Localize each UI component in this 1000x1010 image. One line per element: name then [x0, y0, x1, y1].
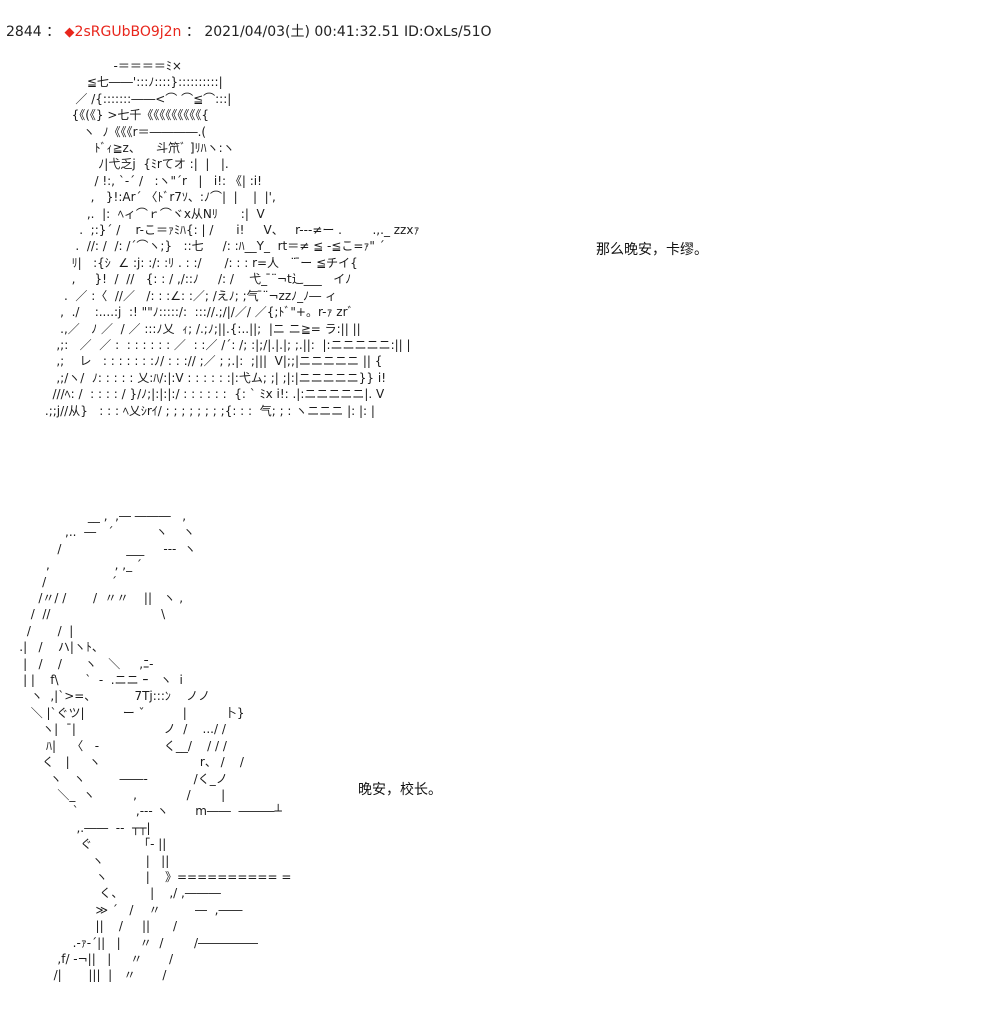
- post-number: 2844: [6, 24, 42, 40]
- trip-code[interactable]: 2sRGUbBO9j2n: [74, 24, 182, 40]
- post-separator: ：: [46, 24, 61, 40]
- post-header: 2844 ： ◆2sRGUbBO9j2n ： 2021/04/03(土) 00:…: [6, 22, 492, 43]
- post-id: ID:OxLs/51O: [404, 24, 492, 40]
- ascii-art-character-1: -＝＝＝＝ﾐ× ≦七――':::ﾉ::::}::::::::::| ／ /{::…: [44, 59, 420, 418]
- ascii-art-character-2: __ , ,― ――― , ,.. ― ´ ヽ ヽ / ___ --- ヽ , …: [19, 509, 292, 983]
- post-datetime: 2021/04/03(土) 00:41:32.51: [204, 24, 400, 40]
- dialogue-line-1: 那么晚安，卡缪。: [596, 242, 708, 258]
- post-separator-2: ：: [185, 24, 200, 40]
- trip-diamond-icon: ◆: [64, 25, 75, 40]
- dialogue-line-2: 晚安，校长。: [358, 782, 442, 798]
